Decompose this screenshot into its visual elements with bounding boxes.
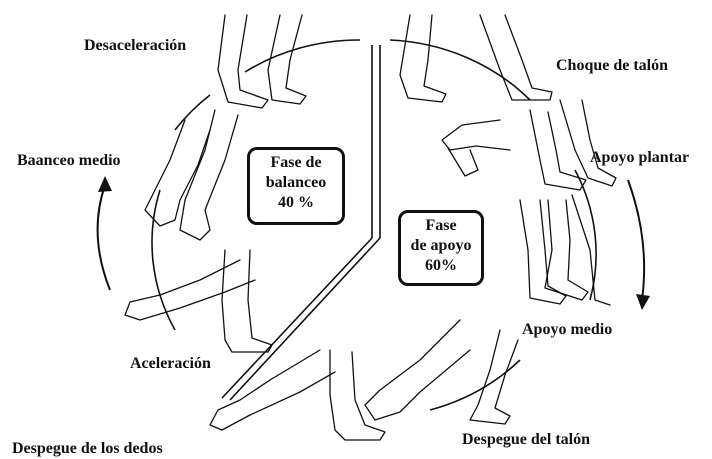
label-choque-de-talon: Choque de talón (556, 57, 669, 74)
label-apoyo-medio: Apoyo medio (522, 321, 613, 338)
stance-phase-line-3: 60% (425, 257, 457, 274)
label-apoyo-plantar: Apoyo plantar (590, 149, 690, 166)
cycle-arrow-left-icon (96, 176, 112, 291)
swing-phase-line-2: balanceo (265, 174, 327, 191)
stance-phase-line-2: de apoyo (410, 237, 472, 254)
swing-phase-box: Fase de balanceo 40 % (247, 147, 345, 225)
label-despegue-de-los-dedos: Despegue de los dedos (12, 440, 163, 457)
stance-phase-box: Fase de apoyo 60% (398, 210, 484, 286)
swing-phase-line-1: Fase de (270, 154, 322, 171)
phase-divider (221, 45, 381, 401)
gait-cycle-circle (151, 39, 597, 411)
label-baanceo-medio: Baanceo medio (17, 152, 121, 169)
cycle-arrow-right-icon (627, 179, 650, 310)
label-despegue-del-talon: Despegue del talón (462, 431, 590, 448)
leg-icon (124, 14, 617, 441)
swing-phase-line-3: 40 % (278, 194, 314, 211)
stance-phase-line-1: Fase (425, 217, 457, 234)
label-aceleracion: Aceleración (130, 355, 211, 372)
label-desaceleracion: Desaceleración (84, 37, 187, 54)
